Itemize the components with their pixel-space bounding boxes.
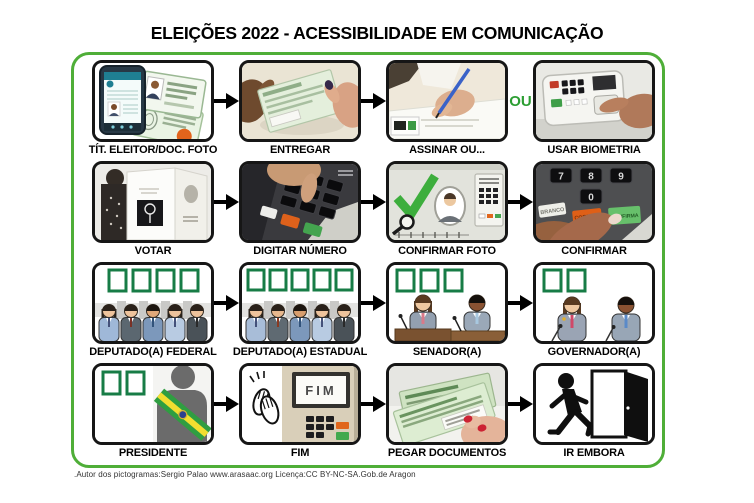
board-row-3: DEPUTADO(A) FEDERAL <box>89 262 662 363</box>
flow-arrow-icon <box>508 262 533 344</box>
cell-label: CONFIRMAR FOTO <box>398 245 496 257</box>
cell-fim: FIM FIM <box>239 363 361 459</box>
cell-confirmar-foto: CONFIRMAR FOTO <box>386 161 508 257</box>
key-digit-9: 9 <box>618 172 624 183</box>
cell-presidente: PRESIDENTE <box>92 363 214 459</box>
attribution-footer: .Autor dos pictogramas:Sergio Palao www.… <box>74 470 416 479</box>
flow-arrow-icon <box>508 363 533 445</box>
board-row-4: PRESIDENTE <box>92 363 662 464</box>
exit-door-icon <box>533 363 655 445</box>
end-screen-clap-icon: FIM <box>239 363 361 445</box>
biometric-terminal-icon <box>533 60 655 142</box>
state-deputies-icon <box>239 262 361 344</box>
cell-label: ENTREGAR <box>269 144 331 156</box>
cell-votar: VOTAR <box>92 161 214 257</box>
cell-senador: SENADOR(A) <box>386 262 508 358</box>
president-sash-icon <box>92 363 214 445</box>
cell-assinar: ASSINAR OU... <box>386 60 508 156</box>
board-row-2: VOTAR <box>92 161 662 262</box>
key-branco: BRANCO <box>540 207 565 216</box>
pictogram-board: TÍT. ELEITOR/DOC. FOTO <box>71 52 665 468</box>
cell-label: VOTAR <box>134 245 172 257</box>
take-documents-icon <box>386 363 508 445</box>
ou-label: OU <box>509 92 532 110</box>
senators-icon <box>386 262 508 344</box>
key-confirma: CONFIRMA <box>611 213 640 221</box>
board-row-1: TÍT. ELEITOR/DOC. FOTO <box>89 60 662 161</box>
cell-pegar-documentos: PEGAR DOCUMENTOS <box>386 363 508 459</box>
cell-label: IR EMBORA <box>563 447 625 459</box>
cell-label: PRESIDENTE <box>118 447 188 459</box>
cell-label: USAR BIOMETRIA <box>547 144 641 156</box>
cell-deputado-federal: DEPUTADO(A) FEDERAL <box>89 262 217 358</box>
cell-label: DEPUTADO(A) ESTADUAL <box>232 346 368 358</box>
flow-arrow-icon <box>214 60 239 142</box>
cell-deputado-estadual: DEPUTADO(A) ESTADUAL <box>233 262 367 358</box>
cell-biometria: USAR BIOMETRIA <box>533 60 655 156</box>
voting-booth-icon <box>92 161 214 243</box>
key-digit-7: 7 <box>558 172 564 183</box>
cell-label: FIM <box>290 447 310 459</box>
flow-arrow-icon <box>361 60 386 142</box>
cell-ir-embora: IR EMBORA <box>533 363 655 459</box>
cell-label: SENADOR(A) <box>412 346 482 358</box>
cell-label: GOVERNADOR(A) <box>547 346 641 358</box>
sign-signature-icon <box>386 60 508 142</box>
confirm-key-press-icon: 7 8 9 0 BRANCO CORRIGE CONFIRMA <box>533 161 655 243</box>
ou-connector: OU <box>508 60 533 142</box>
cell-governador: GOVERNADOR(A) <box>533 262 655 358</box>
flow-arrow-icon <box>361 262 386 344</box>
cell-label: TÍT. ELEITOR/DOC. FOTO <box>88 144 218 156</box>
cell-label: ASSINAR OU... <box>409 144 485 156</box>
flow-arrow-icon <box>214 262 239 344</box>
flow-arrow-icon <box>361 161 386 243</box>
voter-id-documents-icon <box>92 60 214 142</box>
flow-arrow-icon <box>361 363 386 445</box>
cell-label: DIGITAR NÚMERO <box>253 245 347 257</box>
confirm-photo-screen-icon <box>386 161 508 243</box>
flow-arrow-icon <box>214 161 239 243</box>
cell-voter-id: TÍT. ELEITOR/DOC. FOTO <box>89 60 217 156</box>
federal-deputies-icon <box>92 262 214 344</box>
keypad-typing-icon <box>239 161 361 243</box>
flow-arrow-icon <box>214 363 239 445</box>
cell-digitar: DIGITAR NÚMERO <box>239 161 361 257</box>
cell-label: PEGAR DOCUMENTOS <box>387 447 507 459</box>
page-title: ELEIÇÕES 2022 - ACESSIBILIDADE EM COMUNI… <box>150 23 604 43</box>
cell-label: DEPUTADO(A) FEDERAL <box>89 346 217 358</box>
cell-confirmar: 7 8 9 0 BRANCO CORRIGE CONFIRMA <box>533 161 655 257</box>
flow-arrow-icon <box>508 161 533 243</box>
key-digit-0: 0 <box>588 193 594 204</box>
fim-screen-text: FIM <box>305 383 336 398</box>
cell-entregar: ENTREGAR <box>239 60 361 156</box>
governors-icon <box>533 262 655 344</box>
key-digit-8: 8 <box>588 172 594 183</box>
cell-label: CONFIRMAR <box>561 245 627 257</box>
hand-over-document-icon <box>239 60 361 142</box>
